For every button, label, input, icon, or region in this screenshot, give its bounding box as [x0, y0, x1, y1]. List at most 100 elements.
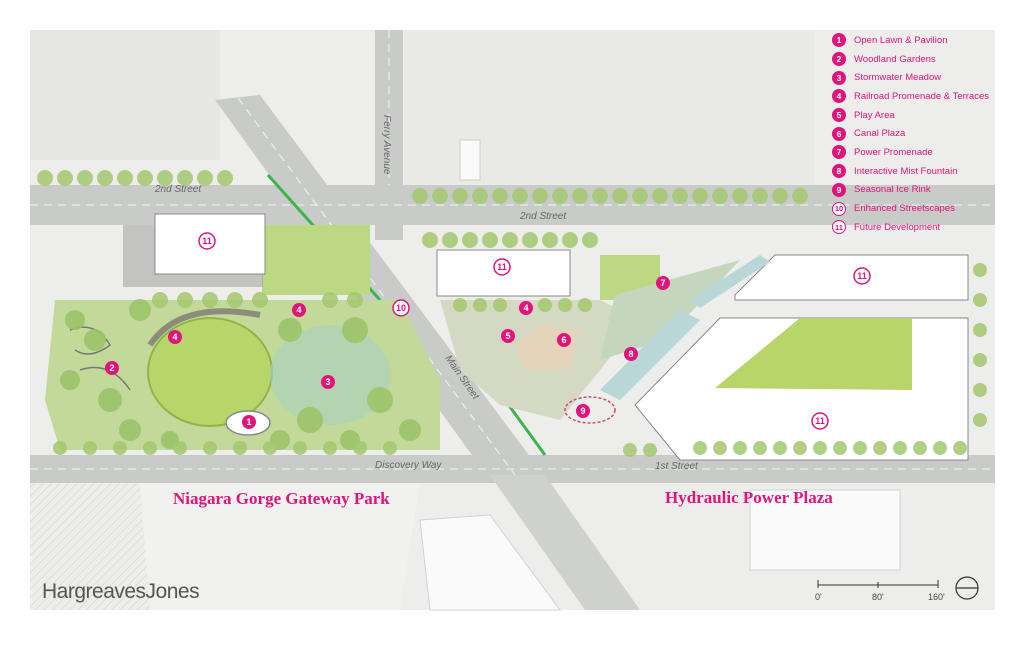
svg-text:11: 11	[202, 236, 212, 246]
label-1st-street: 1st Street	[655, 461, 699, 472]
svg-text:4: 4	[172, 332, 177, 342]
marker-5[interactable]: 5	[501, 329, 515, 343]
marker-3[interactable]: 3	[321, 375, 335, 389]
legend-item: 7 Power Promenade	[832, 143, 1022, 162]
road-main-street	[215, 95, 540, 480]
legend-label: Woodland Gardens	[854, 53, 936, 65]
legend-number-badge: 5	[832, 108, 846, 123]
scale-label-160: 160'	[928, 592, 945, 602]
svg-text:1: 1	[246, 417, 251, 427]
building-south	[419, 514, 561, 611]
open-lawn	[147, 317, 273, 427]
legend-number-badge: 4	[832, 89, 846, 104]
legend-label: Railroad Promenade & Terraces	[854, 90, 990, 102]
lawn-north	[262, 225, 370, 295]
canal-upper	[690, 255, 770, 308]
svg-text:6: 6	[561, 335, 566, 345]
svg-text:7: 7	[660, 278, 665, 288]
building-southeast	[749, 489, 901, 571]
legend-label: Power Promenade	[854, 146, 933, 158]
legend-item: 6 Canal Plaza	[832, 124, 1022, 143]
marker-11-southeast[interactable]: 11	[811, 412, 829, 430]
legend-item: 5 Play Area	[832, 106, 1022, 125]
marker-8[interactable]: 8	[624, 347, 638, 361]
label-discovery-way: Discovery Way	[375, 460, 442, 471]
terrace-arc	[147, 308, 261, 347]
marker-7[interactable]: 7	[656, 276, 670, 290]
ice-rink	[564, 396, 616, 424]
legend-number-badge: 3	[832, 70, 846, 85]
block-nw	[30, 30, 220, 160]
scale-label-80: 80'	[872, 592, 884, 602]
legend-item: 3 Stormwater Meadow	[832, 68, 1022, 87]
building-11-east	[734, 254, 969, 301]
map-markers: 1 2 3 4 4 4 5 6 7 8 9 10 11 11 11 11	[105, 232, 871, 430]
legend-label: Future Development	[854, 221, 941, 233]
block-sw	[140, 483, 420, 610]
legend-label: Seasonal Ice Rink	[854, 184, 931, 196]
scale-bar: 0' 80' 160'	[815, 580, 945, 602]
marker-4-a[interactable]: 4	[168, 330, 182, 344]
legend-item: 2 Woodland Gardens	[832, 50, 1022, 69]
bike-lane-green-2	[503, 399, 547, 456]
legend-item: 9 Seasonal Ice Rink	[832, 181, 1022, 200]
legend-number-badge: 7	[832, 145, 846, 160]
marker-4-c[interactable]: 4	[519, 301, 533, 315]
legend-label: Interactive Mist Fountain	[854, 165, 958, 177]
svg-text:11: 11	[815, 416, 825, 426]
road-south-diagonal	[490, 475, 640, 610]
label-2nd-street-west: 2nd Street	[154, 184, 202, 195]
svg-text:3: 3	[325, 377, 330, 387]
legend-number-badge: 9	[832, 182, 846, 197]
building-small-north	[459, 139, 481, 181]
mist-fountain	[600, 310, 700, 400]
marker-10[interactable]: 10	[392, 299, 410, 317]
title-power-plaza: Hydraulic Power Plaza	[665, 488, 833, 507]
scale-label-0: 0'	[815, 592, 822, 602]
legend-number-badge: 2	[832, 52, 846, 67]
legend-label: Canal Plaza	[854, 128, 906, 140]
legend-number-badge: 8	[832, 164, 846, 179]
legend-label: Stormwater Meadow	[854, 72, 942, 84]
marker-4-b[interactable]: 4	[292, 303, 306, 317]
svg-text:8: 8	[628, 349, 633, 359]
marker-11-east[interactable]: 11	[853, 267, 871, 285]
svg-text:11: 11	[497, 262, 507, 272]
street-trees	[37, 170, 987, 457]
marker-2[interactable]: 2	[105, 361, 119, 375]
legend-item: 1 Open Lawn & Pavilion	[832, 31, 1022, 50]
power-plaza	[440, 255, 770, 424]
power-promenade	[600, 260, 740, 360]
svg-text:4: 4	[296, 305, 301, 315]
legend-label: Open Lawn & Pavilion	[854, 34, 948, 46]
svg-text:4: 4	[523, 303, 528, 313]
svg-text:2: 2	[109, 363, 114, 373]
marker-11-west[interactable]: 11	[198, 232, 216, 250]
legend-number-badge: 11	[832, 220, 846, 235]
title-gateway-park: Niagara Gorge Gateway Park	[173, 489, 390, 508]
legend-label: Enhanced Streetscapes	[854, 203, 955, 215]
stormwater-meadow	[270, 325, 390, 425]
legend-number-badge: 1	[832, 33, 846, 48]
marker-9[interactable]: 9	[576, 404, 590, 418]
svg-text:11: 11	[857, 271, 867, 281]
gateway-park	[45, 299, 440, 450]
legend-number-badge: 6	[832, 126, 846, 141]
marker-11-center[interactable]: 11	[493, 258, 511, 276]
svg-text:5: 5	[505, 331, 510, 341]
north-arrow-icon	[955, 576, 979, 600]
label-ferry-avenue: Ferry Avenue	[381, 115, 392, 175]
marker-6[interactable]: 6	[557, 333, 571, 347]
legend-item: 4 Railroad Promenade & Terraces	[832, 87, 1022, 106]
courtyard-lawn	[715, 318, 912, 390]
hatched-area-sw	[30, 483, 150, 610]
legend-number-badge: 10	[832, 201, 846, 216]
svg-text:10: 10	[396, 303, 406, 313]
legend-item: 8 Interactive Mist Fountain	[832, 162, 1022, 181]
svg-text:9: 9	[580, 406, 585, 416]
legend-label: Play Area	[854, 109, 895, 121]
marker-1[interactable]: 1	[242, 415, 256, 429]
